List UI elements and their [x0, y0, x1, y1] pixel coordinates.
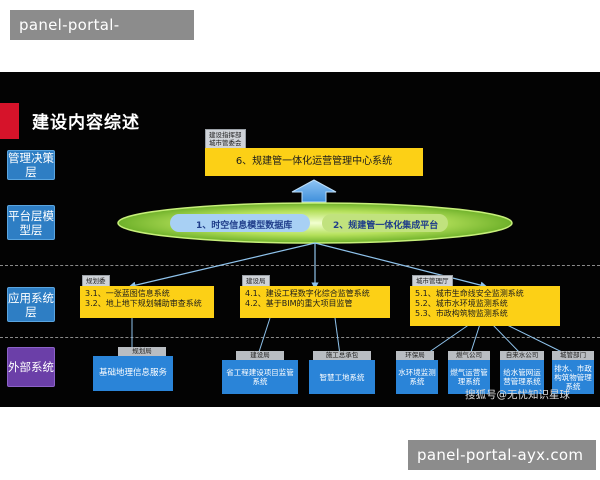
ext-box-project-supervision: 省工程建设项目监管系统	[222, 360, 298, 394]
connector-line	[468, 323, 481, 358]
ext-box-gas: 燃气运营管理系统	[448, 360, 490, 394]
watermark-top: panel-portal-ayx.com	[10, 10, 194, 54]
architecture-slide: 建设内容综述 管理决策层 平台层模型层 应用系统层 外部系统	[0, 72, 600, 407]
app-line: 4.1、建设工程数字化综合监管系统	[245, 289, 370, 298]
ext-tag: 建设局	[236, 351, 284, 361]
platform-right-label: 2、规建管一体化集成平台	[333, 221, 439, 231]
connector-line	[314, 242, 488, 289]
connector-line	[128, 242, 316, 289]
app-line: 5.2、城市水环境监测系统	[415, 299, 508, 308]
title-accent-bar	[0, 103, 19, 139]
ext-tag: 燃气公司	[448, 351, 490, 361]
connector-line	[256, 317, 271, 358]
watermark-bottom: panel-portal-ayx.com	[408, 440, 596, 470]
management-system-box: 6、规建管一体化运营管理中心系统	[205, 148, 423, 176]
layer-label-platform: 平台层模型层	[7, 205, 55, 240]
app-line: 5.1、城市生命线安全监测系统	[415, 289, 524, 298]
app-line: 5.3、市政构筑物监测系统	[415, 309, 508, 318]
ext-box-drainage: 排水、市政构筑物管理系统	[552, 360, 594, 394]
layer-label-management: 管理决策层	[7, 150, 55, 180]
connector-line	[334, 317, 343, 358]
app-box-planning: 3.1、一张蓝图信息系统 3.2、地上地下规划辅助审查系统	[80, 286, 214, 318]
app-line: 3.2、地上地下规划辅助审查系统	[85, 299, 202, 308]
ext-tag: 环保局	[396, 351, 434, 361]
upward-arrow	[291, 179, 337, 203]
ext-tag: 城管部门	[552, 351, 594, 361]
divider-application-external	[0, 337, 600, 338]
ext-box-geographic: 基础地理信息服务	[93, 356, 173, 391]
diagram-graphics	[117, 179, 571, 358]
platform-left-pill	[170, 214, 310, 232]
ext-tag: 规划局	[118, 347, 166, 357]
ext-tag: 施工总承包	[313, 351, 371, 361]
connector-line	[491, 323, 525, 358]
app-box-construction: 4.1、建设工程数字化综合监管系统 4.2、基于BIM的重大项目监管	[240, 286, 390, 318]
ext-tag: 自来水公司	[500, 351, 544, 361]
ext-box-water-supply: 给水管网运营管理系统	[500, 360, 544, 394]
divider-platform-application	[0, 265, 600, 266]
connector-line	[504, 323, 571, 357]
ext-box-water-environment: 水环境监测系统	[396, 360, 438, 394]
app-line: 3.1、一张蓝图信息系统	[85, 289, 170, 298]
app-tag-city-management: 城市管理厅	[412, 275, 453, 287]
app-box-city-management: 5.1、城市生命线安全监测系统 5.2、城市水环境监测系统 5.3、市政构筑物监…	[410, 286, 560, 326]
platform-left-label: 1、时空信息模型数据库	[196, 221, 293, 231]
slide-title: 建设内容综述	[32, 113, 140, 133]
layer-label-application: 应用系统层	[7, 287, 55, 322]
app-line: 4.2、基于BIM的重大项目监管	[245, 299, 353, 308]
platform-right-pill	[322, 214, 448, 232]
ext-box-smart-site: 智慧工地系统	[309, 360, 375, 394]
layer-label-external: 外部系统	[7, 347, 55, 387]
connector-line	[422, 323, 471, 357]
management-tag: 建设指挥部 城市管委会	[205, 129, 246, 149]
source-credit: 搜狐号@无忧知识星球	[465, 389, 570, 401]
